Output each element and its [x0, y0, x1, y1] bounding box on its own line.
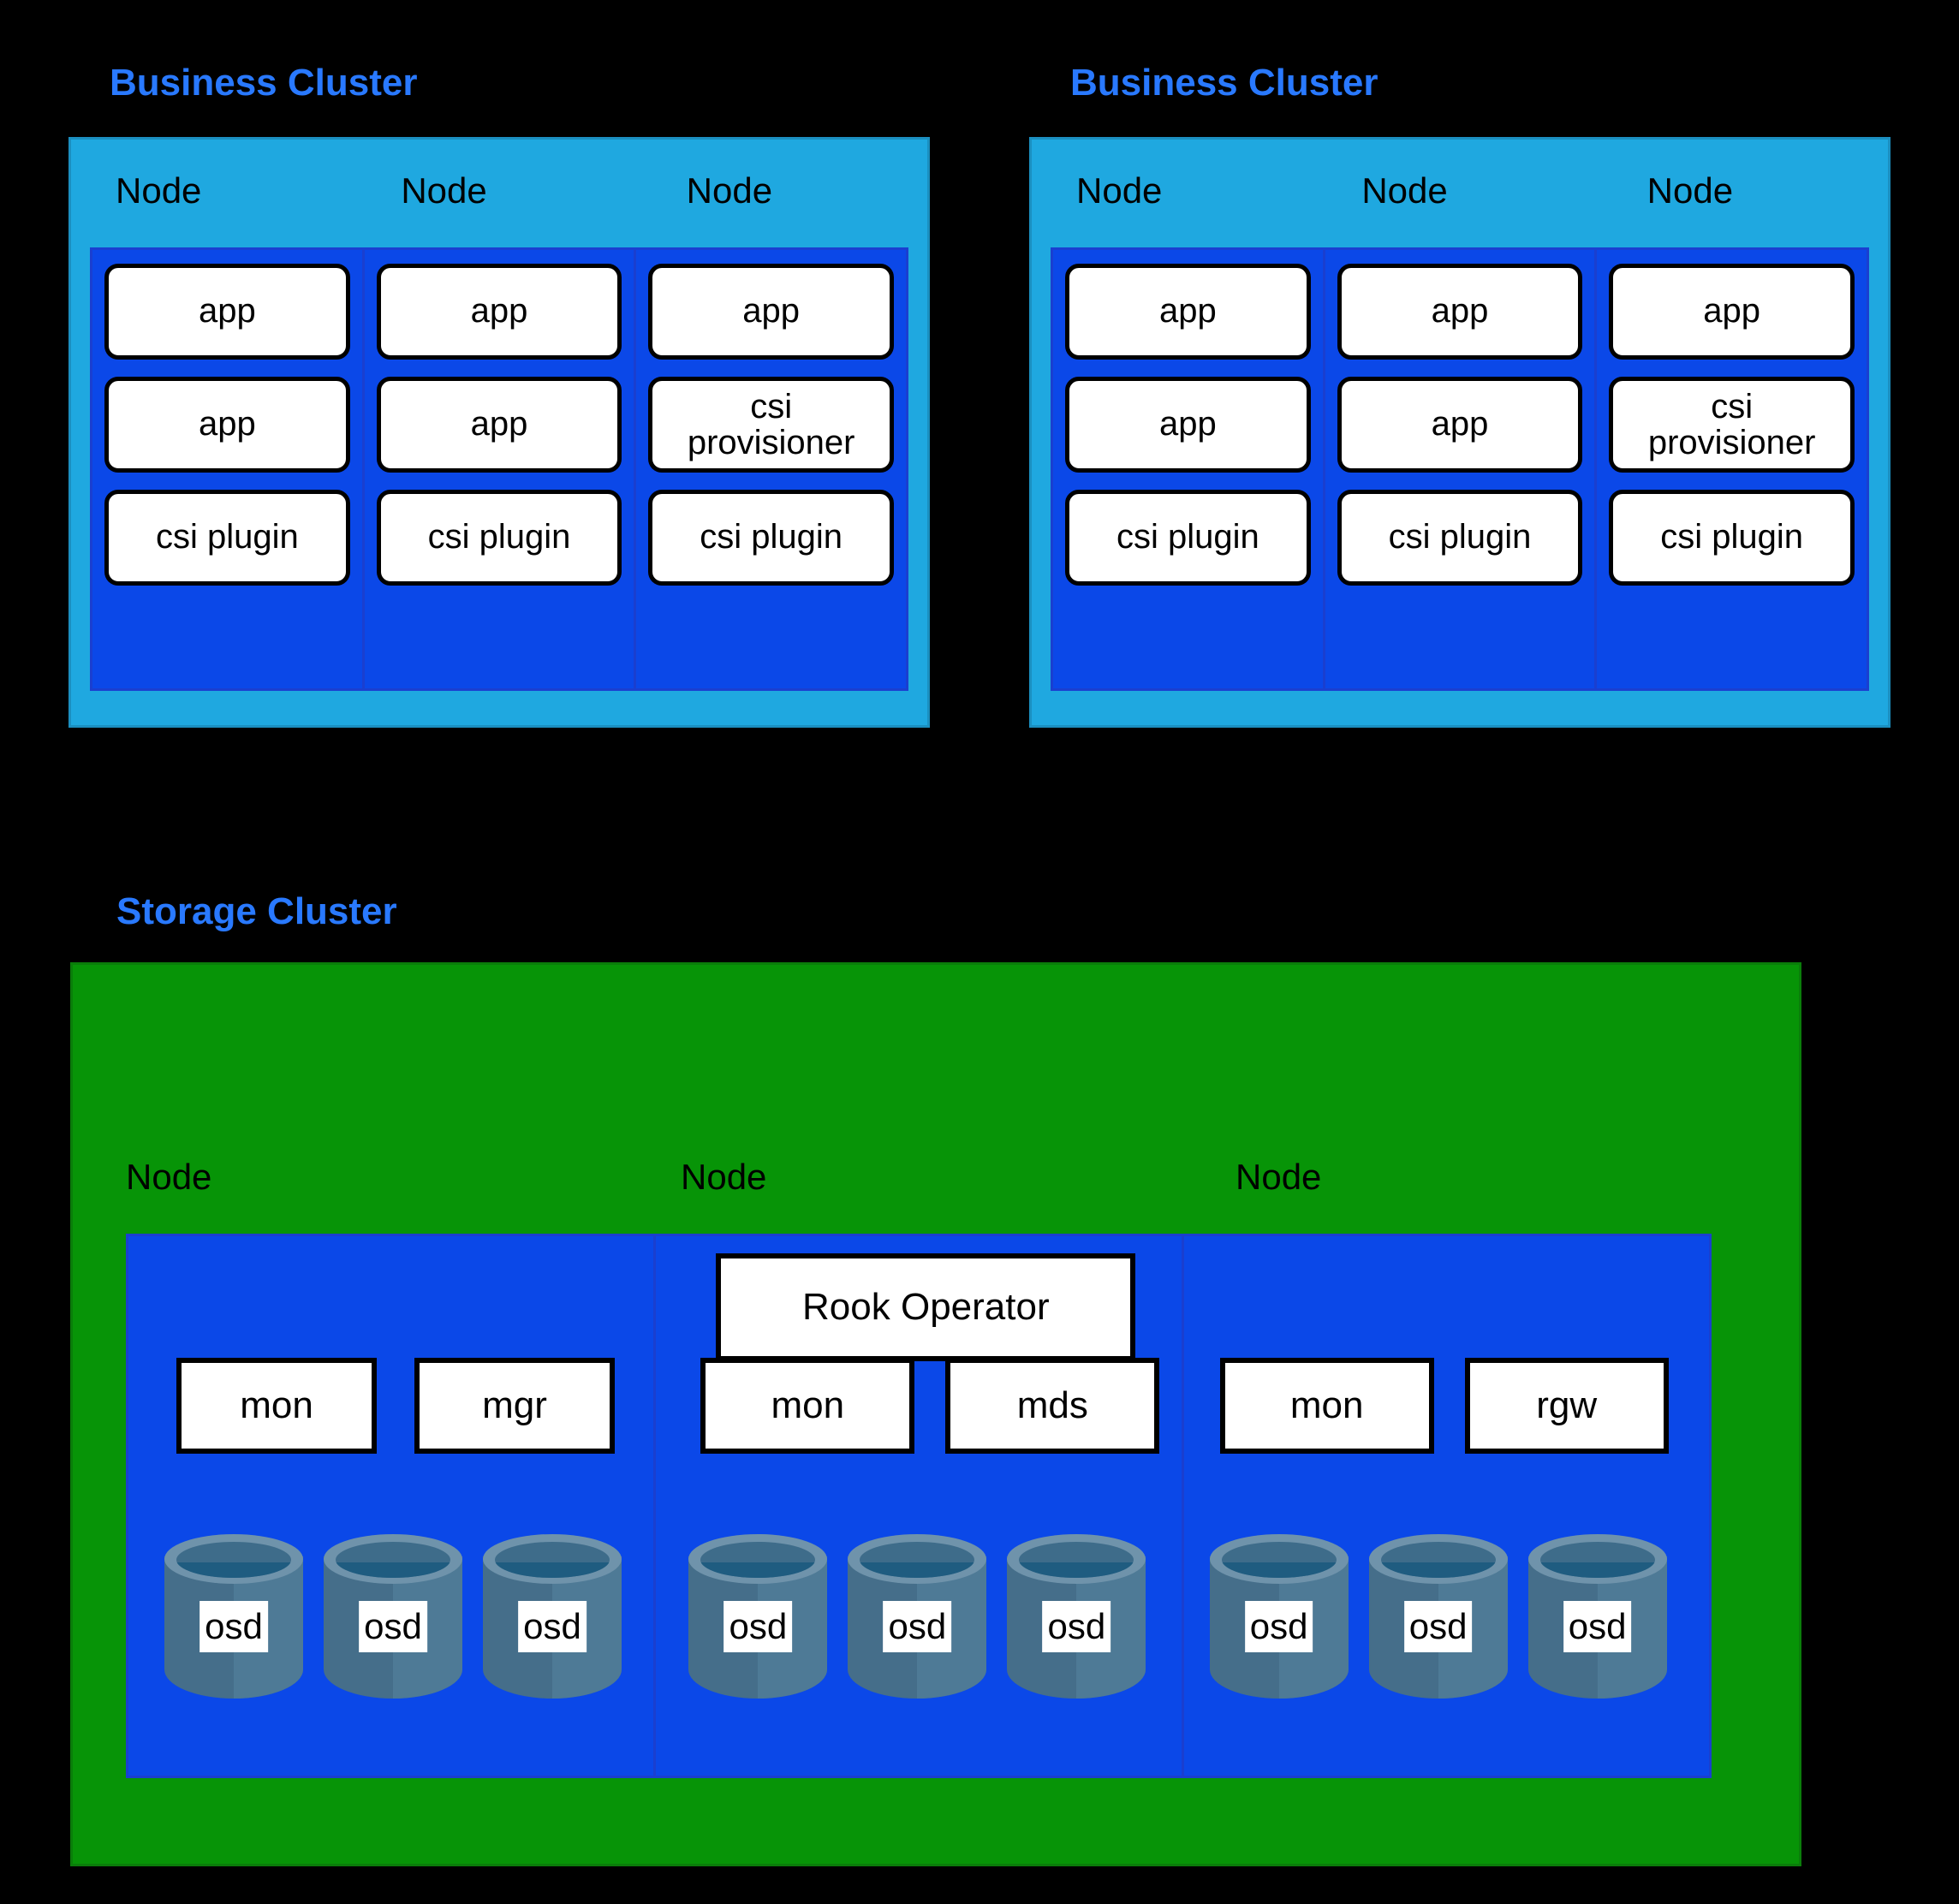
osd-label: osd: [723, 1601, 793, 1652]
business-cluster-2-node-labels: Node Node Node: [1032, 140, 1888, 242]
pod-app[interactable]: app: [1065, 377, 1311, 473]
business-cluster-2-title: Business Cluster: [1070, 62, 1378, 104]
pod-app[interactable]: app: [1337, 377, 1583, 473]
pod-app[interactable]: app: [648, 264, 895, 360]
node-panel-1[interactable]: app app csi plugin: [92, 250, 365, 688]
business-cluster-1-node-panel: app app csi plugin app app csi plugin ap…: [90, 247, 908, 691]
osd-cylinder[interactable]: osd: [164, 1534, 303, 1699]
pod-app[interactable]: app: [376, 264, 622, 360]
cylinder-inner: [1380, 1542, 1496, 1578]
node-label: Node: [401, 170, 487, 211]
storage-node-1[interactable]: mon mgr osd osd: [128, 1236, 657, 1776]
storage-cluster: Node Node Node mon mgr osd: [70, 962, 1801, 1866]
osd-group-3: osd osd osd: [1209, 1534, 1667, 1699]
cylinder-inner: [336, 1542, 450, 1578]
osd-cylinder[interactable]: osd: [1209, 1534, 1349, 1699]
pod-app[interactable]: app: [1609, 264, 1855, 360]
cylinder-inner: [176, 1542, 291, 1578]
business-cluster-2: Node Node Node app app csi plugin app ap…: [1029, 137, 1891, 728]
osd-label: osd: [1042, 1601, 1111, 1652]
business-cluster-2-node-panel: app app csi plugin app app csi plugin ap…: [1051, 247, 1869, 691]
storage-cluster-node-panel: mon mgr osd osd: [126, 1234, 1712, 1778]
node-label: Node: [1361, 170, 1448, 211]
osd-cylinder[interactable]: osd: [483, 1534, 622, 1699]
osd-label: osd: [359, 1601, 427, 1652]
pod-csi-plugin[interactable]: csi plugin: [376, 490, 622, 586]
pod-app[interactable]: app: [1337, 264, 1583, 360]
pod-app[interactable]: app: [376, 377, 622, 473]
storage-node-3[interactable]: mon rgw osd osd: [1184, 1236, 1709, 1776]
storage-cluster-node-labels: Node Node Node: [126, 1151, 1790, 1203]
cylinder-inner: [700, 1542, 816, 1578]
cylinder-inner: [495, 1542, 610, 1578]
osd-label: osd: [1403, 1601, 1473, 1652]
cylinder-inner: [1019, 1542, 1134, 1578]
osd-cylinder[interactable]: osd: [1368, 1534, 1508, 1699]
pod-app[interactable]: app: [104, 377, 350, 473]
daemon-mon[interactable]: mon: [700, 1358, 915, 1454]
pod-app[interactable]: app: [1065, 264, 1311, 360]
business-cluster-1: Node Node Node app app csi plugin app ap…: [68, 137, 930, 728]
daemon-mgr[interactable]: mgr: [414, 1358, 615, 1454]
osd-group-2: osd osd osd: [688, 1534, 1146, 1699]
cylinder-inner: [860, 1542, 975, 1578]
node-label: Node: [1076, 170, 1163, 211]
osd-label: osd: [883, 1601, 952, 1652]
osd-cylinder[interactable]: osd: [324, 1534, 462, 1699]
daemon-rgw[interactable]: rgw: [1464, 1358, 1669, 1454]
osd-label: osd: [518, 1601, 587, 1652]
node-label: Node: [1236, 1157, 1322, 1197]
node-label: Node: [126, 1157, 212, 1197]
cylinder-inner: [1221, 1542, 1337, 1578]
node-panel-1[interactable]: app app csi plugin: [1053, 250, 1325, 688]
storage-node-2[interactable]: Rook Operator mon mds osd osd: [656, 1236, 1184, 1776]
node-panel-2[interactable]: app app csi plugin: [1325, 250, 1598, 688]
business-cluster-1-node-labels: Node Node Node: [71, 140, 927, 242]
pod-csi-plugin[interactable]: csi plugin: [1337, 490, 1583, 586]
business-cluster-1-title: Business Cluster: [110, 62, 418, 104]
osd-cylinder[interactable]: osd: [1527, 1534, 1667, 1699]
node-label: Node: [116, 170, 202, 211]
pod-csi-plugin[interactable]: csi plugin: [104, 490, 350, 586]
storage-cluster-title: Storage Cluster: [116, 890, 397, 932]
node-label: Node: [681, 1157, 767, 1197]
pod-csi-plugin[interactable]: csi plugin: [1065, 490, 1311, 586]
osd-cylinder[interactable]: osd: [1007, 1534, 1146, 1699]
osd-group-1: osd osd osd: [164, 1534, 622, 1699]
daemon-mon[interactable]: mon: [1219, 1358, 1434, 1454]
osd-cylinder[interactable]: osd: [688, 1534, 828, 1699]
cylinder-inner: [1539, 1542, 1655, 1578]
rook-operator-box[interactable]: Rook Operator: [716, 1253, 1136, 1361]
node-label: Node: [686, 170, 773, 211]
pod-csi-plugin[interactable]: csi plugin: [648, 490, 895, 586]
osd-cylinder[interactable]: osd: [848, 1534, 987, 1699]
node-label: Node: [1646, 170, 1734, 211]
daemon-mds[interactable]: mds: [945, 1358, 1160, 1454]
osd-label: osd: [1244, 1601, 1313, 1652]
node-panel-2[interactable]: app app csi plugin: [365, 250, 637, 688]
pod-app[interactable]: app: [104, 264, 350, 360]
osd-label: osd: [199, 1601, 268, 1652]
daemon-mon[interactable]: mon: [176, 1358, 377, 1454]
pod-csi-plugin[interactable]: csi plugin: [1609, 490, 1855, 586]
osd-label: osd: [1563, 1601, 1632, 1652]
